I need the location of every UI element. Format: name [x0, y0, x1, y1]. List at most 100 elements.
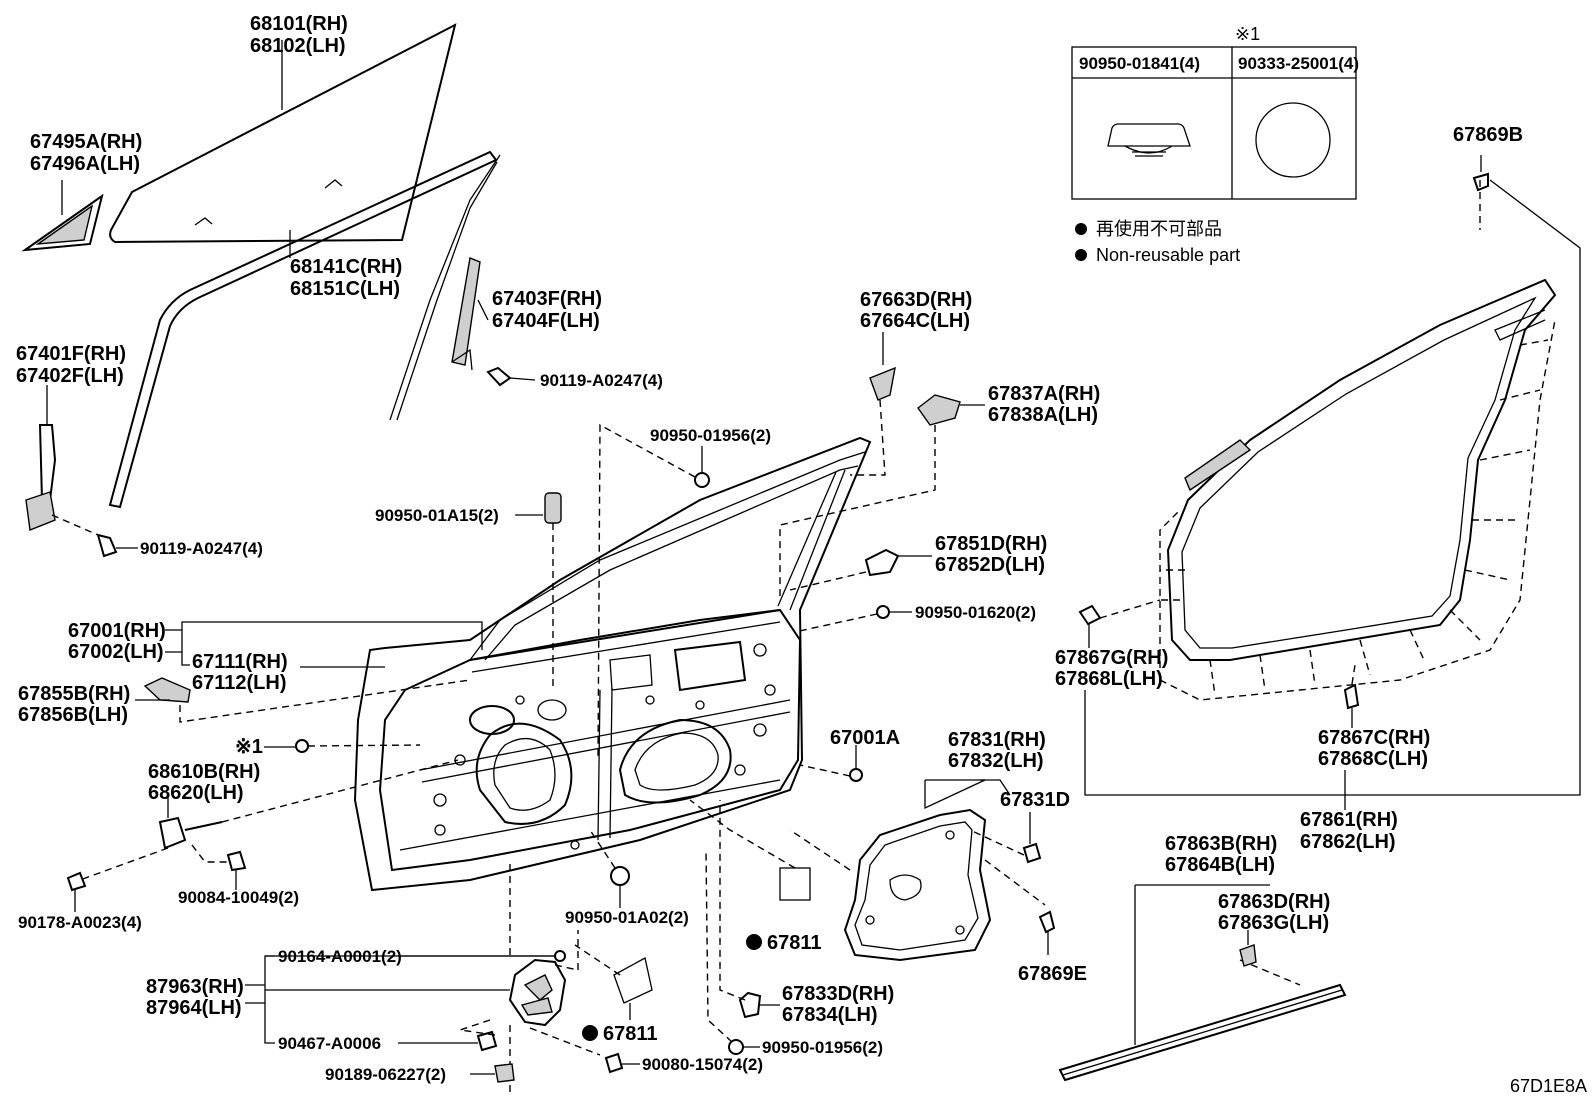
label-bracket-lh: 67838A(LH): [988, 404, 1098, 426]
legend-box: ※1 90950-01841(4) 90333-25001(4) 再使用不可部品…: [1071, 24, 1359, 265]
label-clip-01a02: 90950-01A02(2): [565, 908, 689, 927]
label-front-frame-lh: 67402F(LH): [16, 365, 124, 387]
label-hinge-cover-lh: 67852D(LH): [935, 554, 1045, 576]
front-frame: [25, 385, 138, 558]
label-check-lh: 68620(LH): [148, 782, 244, 804]
label-glass-lh: 68102(LH): [250, 35, 346, 57]
label-seal-a: 67811: [767, 932, 822, 954]
label-belt-clip-rh: 67863D(RH): [1218, 891, 1330, 913]
weatherstrip: [1159, 180, 1557, 701]
label-clip-01956-top: 90950-01956(2): [650, 426, 771, 445]
clip-01956-bot: [705, 849, 760, 1055]
label-glass-rh: 68101(RH): [250, 13, 348, 35]
clip-01620: [794, 605, 912, 633]
ws-clip-c: [1343, 664, 1360, 728]
label-service-rh: 67831(RH): [948, 729, 1046, 751]
label-corner-rh: 67495A(RH): [30, 131, 142, 153]
clip-01a15: [515, 492, 562, 690]
legend-marker: ※1: [1235, 24, 1260, 44]
label-seal-b: 67811: [603, 1023, 658, 1045]
label-lock-lh: 87964(LH): [146, 997, 242, 1019]
label-frame-rh: 67403F(RH): [492, 288, 602, 310]
label-nut-a0023: 90178-A0023(4): [18, 913, 142, 932]
label-plug-67001a: 67001A: [830, 727, 900, 749]
label-bolt-a0247-left: 90119-A0247(4): [140, 539, 263, 558]
label-ref1: ※1: [235, 736, 263, 758]
label-belt-rh: 67863B(RH): [1165, 833, 1277, 855]
service-hole-cover: [789, 779, 1046, 962]
door-glass: [109, 23, 457, 244]
legend-col1-header: 90950-01841(4): [1079, 54, 1200, 73]
label-stop-rh: 67855B(RH): [18, 683, 130, 705]
door-lock: [265, 860, 601, 1095]
mirror-cover: [850, 332, 896, 476]
label-clip-01a15: 90950-01A15(2): [375, 506, 499, 525]
mirror-bracket: [779, 394, 985, 600]
label-screw-a0001: 90164-A0001(2): [278, 947, 402, 966]
label-panel-rh: 67111(RH): [192, 651, 288, 673]
diagram-code: 67D1E8A: [1510, 1076, 1587, 1096]
label-bracket-rh: 67837A(RH): [988, 383, 1100, 405]
label-bolt-10049: 90084-10049(2): [178, 888, 299, 907]
ws-clip-g: [1078, 599, 1161, 648]
door-check: [66, 759, 459, 912]
label-belt-clip-lh: 67863G(LH): [1218, 912, 1329, 934]
label-bolt-a0247-top: 90119-A0247(4): [540, 371, 663, 390]
legend-note-en: Non-reusable part: [1096, 245, 1240, 265]
label-stop-lh: 67856B(LH): [18, 704, 128, 726]
legend-note-jp: 再使用不可部品: [1096, 219, 1222, 239]
label-cover2-lh: 67834(LH): [782, 1004, 878, 1026]
clip-67869e: [1038, 910, 1056, 955]
label-run-lh: 68151C(LH): [290, 278, 400, 300]
label-service-d: 67831D: [1000, 789, 1070, 811]
belt-clip: [1239, 930, 1257, 967]
label-ws-clip-g-rh: 67867G(RH): [1055, 647, 1168, 669]
rear-frame: [451, 257, 536, 387]
label-ws-clip-g-lh: 67868L(LH): [1055, 668, 1163, 690]
label-clip-06227: 90189-06227(2): [325, 1065, 446, 1084]
label-ws-rh: 67861(RH): [1300, 809, 1398, 831]
label-clip-67869e: 67869E: [1018, 963, 1087, 985]
label-check-rh: 68610B(RH): [148, 761, 260, 783]
push-clip-icon: [1107, 123, 1191, 147]
label-belt-lh: 67864B(LH): [1165, 854, 1275, 876]
label-clip-01956-bot: 90950-01956(2): [762, 1038, 883, 1057]
label-panel-lh: 67112(LH): [192, 672, 287, 694]
label-service-lh: 67832(LH): [948, 750, 1044, 772]
label-run-rh: 68141C(RH): [290, 256, 402, 278]
corner-piece: [21, 180, 104, 252]
label-cover-rh: 67663D(RH): [860, 289, 972, 311]
label-front-frame-rh: 67401F(RH): [16, 343, 126, 365]
label-cover-lh: 67664C(LH): [860, 310, 970, 332]
label-corner-lh: 67496A(LH): [30, 153, 140, 175]
label-ws-clip-c-rh: 67867C(RH): [1318, 727, 1430, 749]
seal-sheet-b: [574, 944, 653, 1041]
cover-67833: [719, 800, 780, 1019]
label-frame-lh: 67404F(LH): [492, 310, 600, 332]
legend-col2-header: 90333-25001(4): [1238, 54, 1359, 73]
label-bolt-15074: 90080-15074(2): [642, 1055, 763, 1074]
label-ws-clip-c-lh: 67868C(LH): [1318, 748, 1428, 770]
label-ws-lh: 67862(LH): [1300, 831, 1396, 853]
clip-67831d: [969, 812, 1042, 864]
label-clip-a0006: 90467-A0006: [278, 1034, 381, 1053]
clip-01a02: [589, 829, 630, 908]
glass-run: [108, 150, 501, 509]
seal-sheet-a: [689, 799, 811, 950]
label-clip-67869b: 67869B: [1453, 124, 1523, 146]
label-lock-rh: 87963(RH): [146, 976, 244, 998]
label-door-lh: 67002(LH): [68, 641, 164, 663]
label-door-rh: 67001(RH): [68, 620, 166, 642]
hinge-cover: [789, 548, 932, 591]
door-stop: [135, 677, 471, 723]
plug-67001a: [799, 745, 863, 782]
plug-icon: [1255, 102, 1331, 178]
label-clip-01620: 90950-01620(2): [915, 603, 1036, 622]
clip-67869b: [1345, 155, 1581, 796]
label-cover2-rh: 67833D(RH): [782, 983, 894, 1005]
clip-01956-top: [597, 423, 710, 761]
label-hinge-cover-rh: 67851D(RH): [935, 533, 1047, 555]
door-shell: [353, 436, 872, 892]
belt-molding: [1058, 884, 1347, 1082]
